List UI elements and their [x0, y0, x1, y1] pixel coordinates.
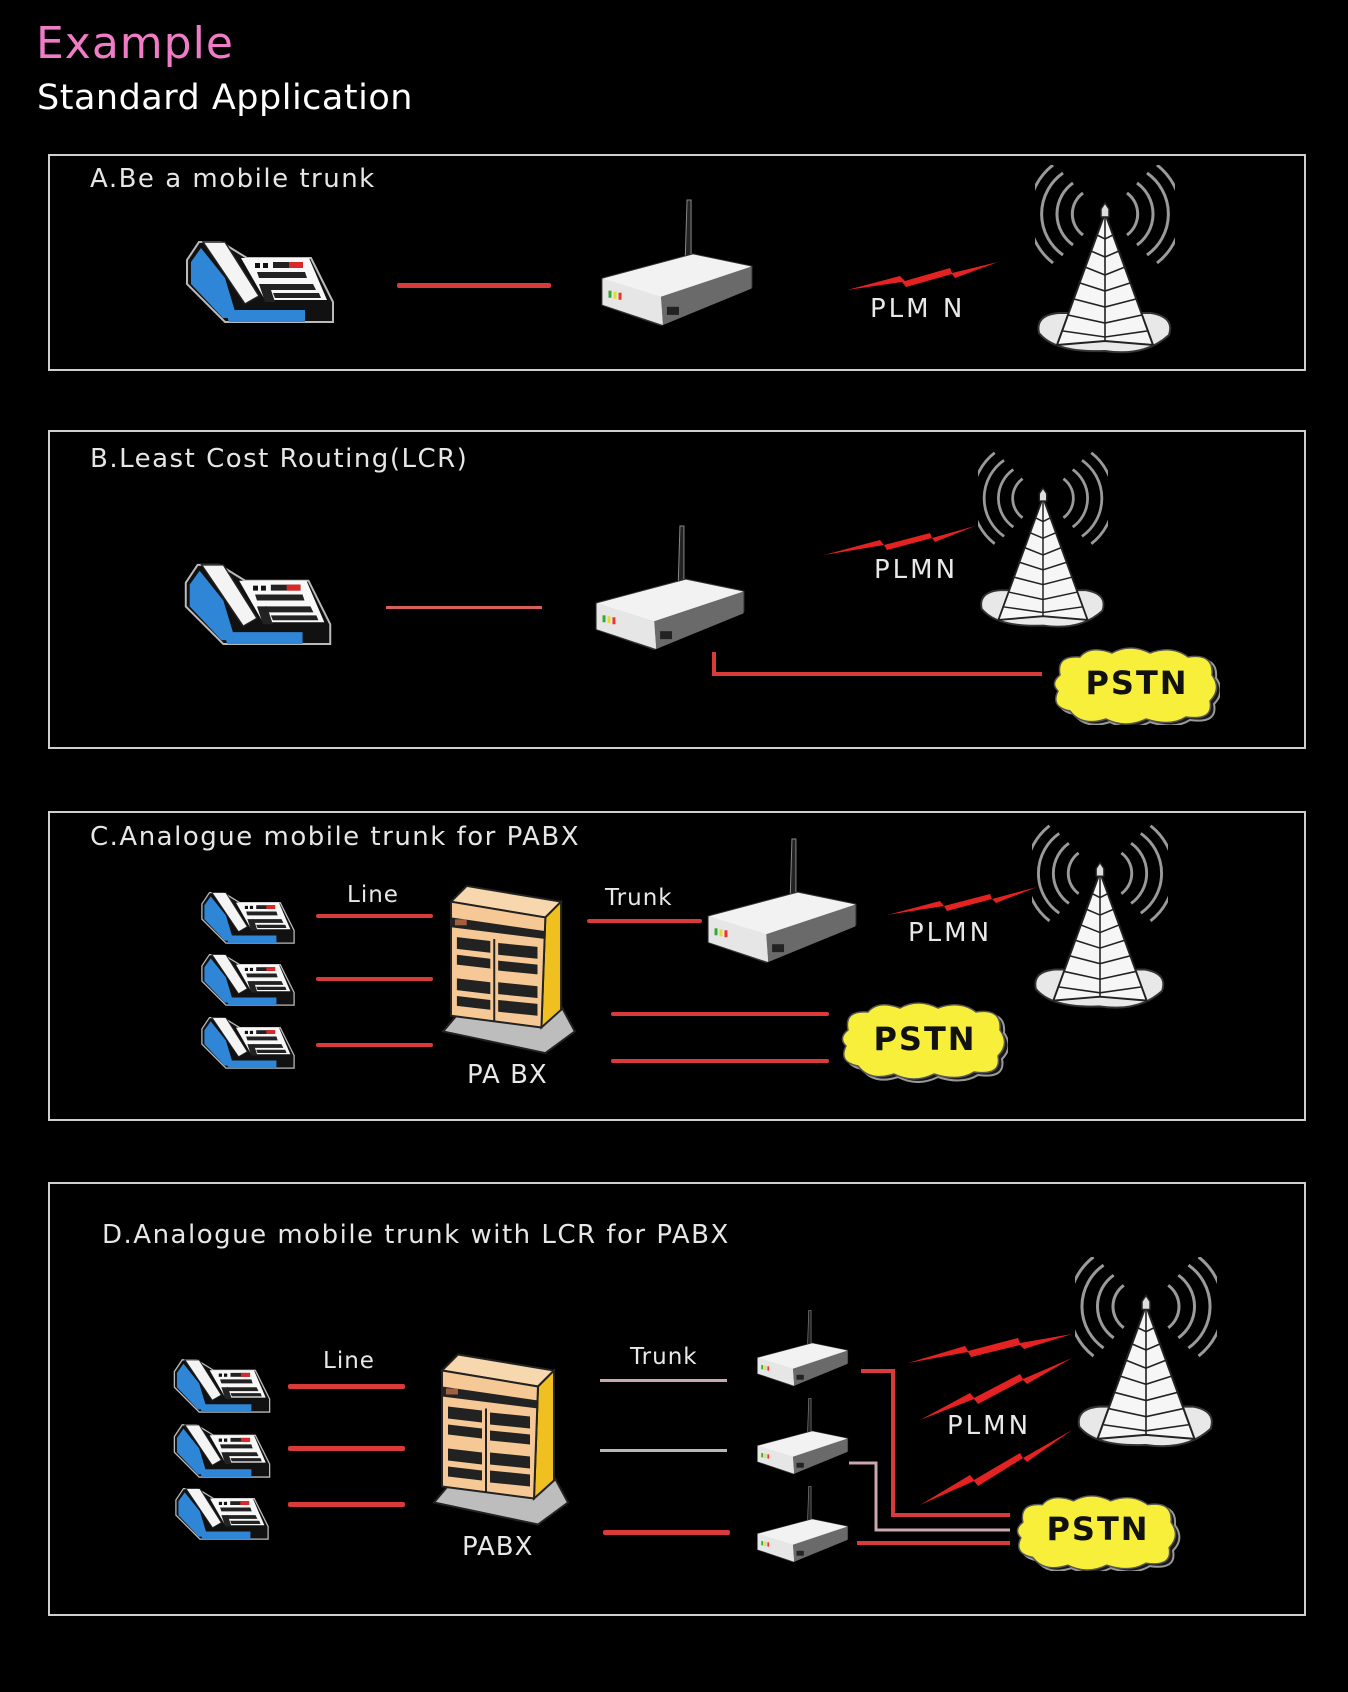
panel-d-pstn-label: PSTN [1046, 1510, 1150, 1548]
panel-a-line-connector [397, 283, 551, 288]
panel-b-wireless-link [824, 526, 975, 555]
panel-a-wireless-link [847, 262, 998, 290]
panel-d-wireless-link [920, 1358, 1072, 1420]
panel-d-line-connector [288, 1384, 405, 1389]
panel-c-line-label: Line [347, 882, 399, 908]
panel-d-line-connector [288, 1502, 405, 1507]
panel-c-gateway-icon [707, 837, 857, 964]
panel-d-pabx-icon [432, 1353, 570, 1526]
panel-c-pstn-connector [611, 1012, 829, 1016]
panel-d-line-connector [288, 1446, 405, 1451]
panel-b-plmn-label: PLMN [874, 555, 959, 585]
panel-c-tower-icon [1032, 824, 1168, 1010]
panel-d-wireless-link [920, 1430, 1072, 1505]
panel-c-plmn-label: PLMN [908, 918, 993, 948]
panel-d-trunk-connector [600, 1449, 727, 1452]
panel-d-phone-icon [173, 1424, 271, 1478]
panel-c-phone-icon [201, 953, 295, 1006]
panel-c-line-connector [316, 1043, 433, 1047]
panel-d-gateway-icon [756, 1397, 849, 1475]
panel-d-phone-icon [173, 1359, 271, 1413]
panel-d-pstn-connector [849, 1461, 1010, 1532]
panel-b-pstn-connector [712, 652, 1042, 676]
panel-a-plmn-label: PLM N [870, 294, 966, 324]
panel-d-trunk-connector [603, 1530, 730, 1535]
panel-b-tower-icon [978, 451, 1108, 629]
panel-a-gateway-icon [601, 199, 753, 326]
panel-b-line-connector [386, 606, 542, 609]
panel-a-title: A.Be a mobile trunk [90, 164, 376, 194]
panel-d: D.Analogue mobile trunk with LCR for PAB… [48, 1182, 1306, 1616]
panel-b: B.Least Cost Routing(LCR) [48, 430, 1306, 749]
panel-c: C.Analogue mobile trunk for PABX [48, 811, 1306, 1121]
panel-d-tower-icon [1075, 1257, 1217, 1448]
panel-d-gateway-icon [756, 1485, 849, 1563]
panel-c-pabx-icon [442, 884, 576, 1055]
panel-b-pstn-label: PSTN [1085, 664, 1189, 702]
panel-c-line-connector [316, 914, 433, 918]
panel-d-wireless-link [908, 1334, 1072, 1363]
panel-c-pstn-label: PSTN [873, 1020, 977, 1058]
panel-d-gateway-icon [756, 1309, 849, 1387]
panel-b-title: B.Least Cost Routing(LCR) [90, 444, 469, 474]
panel-b-gateway-icon [595, 524, 745, 651]
panel-c-phone-icon [201, 891, 295, 944]
panel-d-trunk-connector [600, 1379, 727, 1382]
panel-c-title: C.Analogue mobile trunk for PABX [90, 822, 581, 852]
panel-c-pstn-connector [611, 1059, 829, 1063]
panel-c-trunk-label: Trunk [605, 885, 673, 911]
panel-d-title: D.Analogue mobile trunk with LCR for PAB… [102, 1220, 730, 1250]
page-subtitle: Standard Application [37, 78, 413, 118]
panel-c-pabx-label: PA BX [467, 1060, 548, 1090]
panel-a-tower-icon [1035, 165, 1175, 354]
panel-c-line-connector [316, 977, 433, 981]
panel-d-plmn-label: PLMN [947, 1411, 1032, 1441]
panel-d-trunk-label: Trunk [630, 1344, 698, 1370]
panel-c-phone-icon [201, 1016, 295, 1069]
page-title: Example [36, 18, 234, 69]
panel-d-phone-icon [175, 1487, 269, 1540]
panel-c-wireless-link [887, 887, 1037, 915]
panel-d-pabx-label: PABX [462, 1532, 534, 1562]
panel-b-phone-icon [184, 563, 332, 646]
panel-a: A.Be a mobile trunk [48, 154, 1306, 371]
panel-d-line-label: Line [323, 1348, 375, 1374]
panel-d-pstn-connector [861, 1369, 1010, 1517]
panel-a-phone-icon [185, 240, 335, 324]
panel-d-pstn-connector [857, 1541, 1010, 1545]
panel-c-trunk-connector [587, 919, 702, 923]
